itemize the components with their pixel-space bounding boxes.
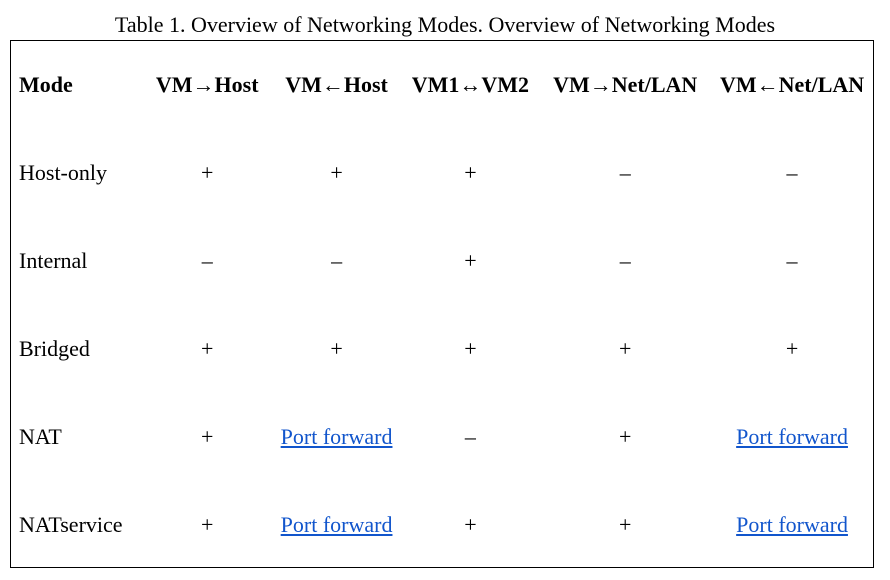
table-cell: +: [464, 512, 477, 537]
table-cell: +: [785, 336, 799, 361]
port-forward-link[interactable]: Port forward: [736, 512, 848, 537]
header-net-to-vm: VM←Net/LAN: [719, 72, 865, 97]
port-forward-link[interactable]: Port forward: [280, 424, 393, 449]
table-cell: Port forward: [272, 481, 402, 569]
table-cell: –: [786, 248, 798, 273]
table-cell: +: [330, 336, 343, 361]
table-cell: –: [619, 160, 631, 185]
table-header-row: Mode VM→Host VM←Host VM1↔VM2 VM→Net/LAN …: [11, 41, 873, 129]
table-cell: +: [201, 160, 214, 185]
header-vm-to-host: VM→Host: [155, 72, 259, 97]
header-vm1-vm2: VM1↔VM2: [411, 72, 530, 97]
header-vm-to-net: VM→Net/LAN: [553, 72, 698, 97]
table-cell: Port forward: [272, 393, 402, 481]
table-row: NAT + Port forward – + Port forward: [11, 393, 873, 481]
table-cell: –: [464, 424, 476, 449]
table-row: Bridged + + + + +: [11, 305, 873, 393]
networking-modes-table: Mode VM→Host VM←Host VM1↔VM2 VM→Net/LAN …: [11, 41, 873, 569]
table-cell: +: [619, 336, 632, 361]
table-cell: +: [201, 336, 214, 361]
mode-cell: NAT: [19, 424, 62, 449]
table-caption: Table 1. Overview of Networking Modes. O…: [114, 12, 776, 37]
table-cell: +: [464, 248, 477, 273]
table-cell: Port forward: [711, 481, 873, 569]
table-row: Internal – – + – –: [11, 217, 873, 305]
table-cell: +: [330, 160, 343, 185]
table-cell: –: [786, 160, 798, 185]
port-forward-link[interactable]: Port forward: [736, 424, 848, 449]
table-cell: +: [464, 336, 477, 361]
table-cell: –: [201, 248, 213, 273]
mode-cell: Internal: [19, 248, 88, 273]
mode-cell: Bridged: [19, 336, 90, 361]
table-cell: +: [464, 160, 477, 185]
table-row: NATservice + Port forward + + Port forwa…: [11, 481, 873, 569]
header-host-to-vm: VM←Host: [285, 72, 388, 97]
mode-cell: Host-only: [19, 160, 107, 185]
mode-cell: NATservice: [19, 512, 123, 537]
table-cell: Port forward: [711, 393, 873, 481]
table-cell: +: [619, 424, 632, 449]
table-cell: –: [619, 248, 631, 273]
table-row: Host-only + + + – –: [11, 129, 873, 217]
table-cell: +: [201, 424, 214, 449]
port-forward-link[interactable]: Port forward: [280, 512, 393, 537]
table-frame: Mode VM→Host VM←Host VM1↔VM2 VM→Net/LAN …: [10, 40, 874, 568]
header-mode: Mode: [19, 72, 73, 97]
table-cell: +: [201, 512, 214, 537]
table-cell: +: [619, 512, 632, 537]
table-cell: –: [331, 248, 343, 273]
